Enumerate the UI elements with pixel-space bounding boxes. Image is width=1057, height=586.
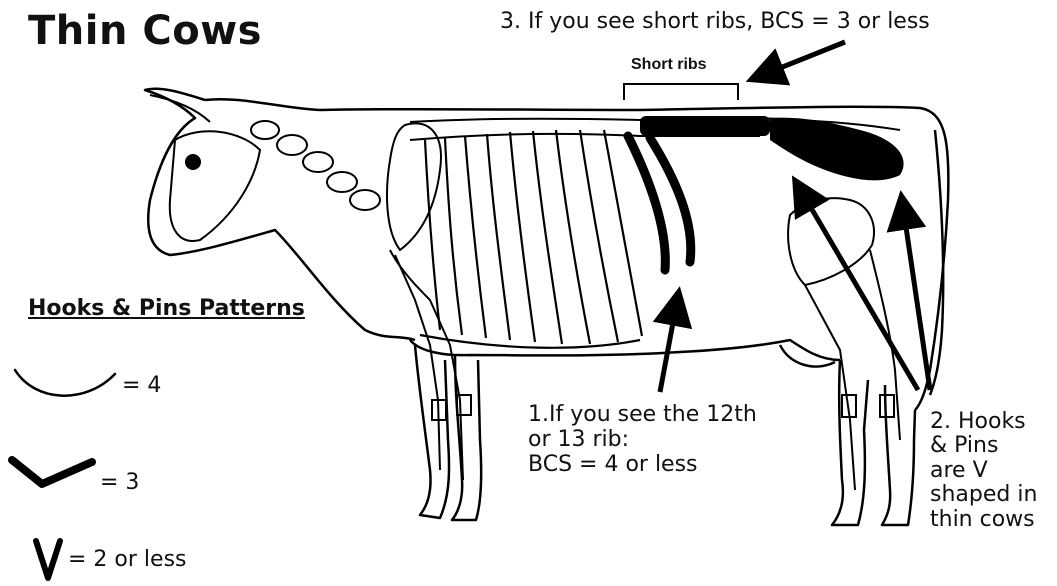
page-title: Thin Cows bbox=[28, 8, 262, 54]
arrow-to-12th-rib bbox=[660, 296, 678, 392]
arrow-to-pins bbox=[902, 200, 930, 390]
tip2-line: thin cows bbox=[930, 508, 1037, 532]
tip1-line: 1.If you see the 12th bbox=[528, 403, 757, 428]
neck-vertebrae bbox=[251, 121, 380, 210]
tip2-line: 2. Hooks bbox=[930, 410, 1037, 434]
short-ribs-bracket bbox=[624, 84, 738, 100]
legend-heading: Hooks & Pins Patterns bbox=[28, 296, 305, 321]
tip-12th-rib: 1.If you see the 12th or 13 rib: BCS = 4… bbox=[528, 403, 757, 478]
arrow-to-short-ribs bbox=[755, 42, 845, 78]
arrow-to-hooks bbox=[797, 184, 918, 390]
annotation-arrows bbox=[660, 42, 930, 392]
rib-cage bbox=[420, 130, 642, 348]
legend-label-3: = 3 bbox=[100, 470, 139, 495]
tip1-line: BCS = 4 or less bbox=[528, 453, 757, 478]
tip1-line: or 13 rib: bbox=[528, 428, 757, 453]
smooth-curve-icon bbox=[15, 370, 115, 396]
tip2-line: shaped in bbox=[930, 483, 1037, 507]
legend-label-2-or-less: = 2 or less bbox=[68, 547, 187, 572]
tip2-line: are V bbox=[930, 459, 1037, 483]
short-ribs-label: Short ribs bbox=[631, 56, 707, 74]
tip-short-ribs: 3. If you see short ribs, BCS = 3 or les… bbox=[500, 10, 930, 35]
12th-13th-rib-highlight bbox=[628, 136, 691, 270]
tip2-line: & Pins bbox=[930, 434, 1037, 458]
shallow-v-icon bbox=[12, 460, 92, 484]
legend-label-4: = 4 bbox=[122, 373, 161, 398]
tip-hooks-pins: 2. Hooks & Pins are V shaped in thin cow… bbox=[930, 410, 1037, 532]
pelvis-and-hind-leg-bones bbox=[788, 198, 900, 490]
skull bbox=[150, 95, 260, 241]
deep-v-icon bbox=[36, 541, 60, 578]
shoulder-blade bbox=[387, 123, 441, 300]
